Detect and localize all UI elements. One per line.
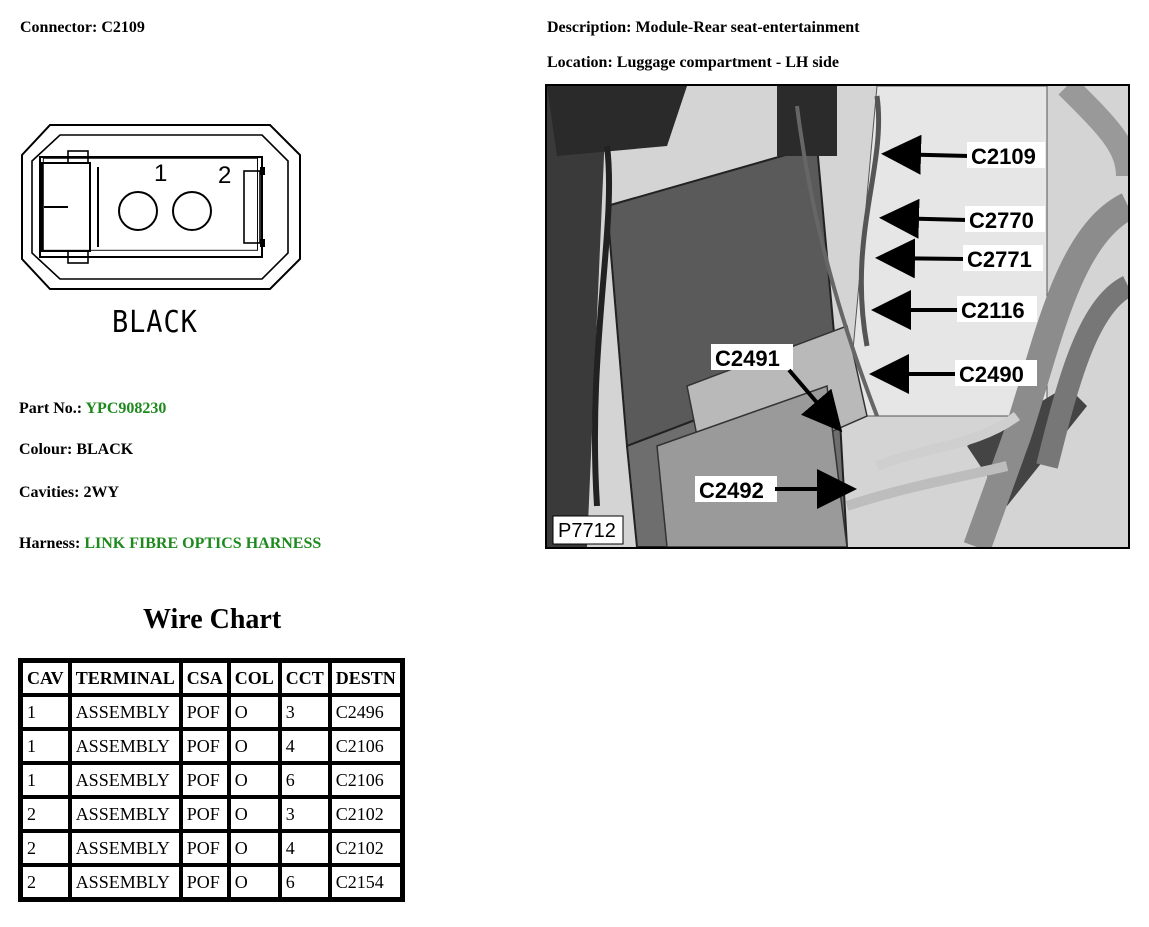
harness-label: Harness: [19,535,81,552]
cell-col: O [228,695,280,729]
colour-value: BLACK [76,441,134,458]
callout-c2770: C2770 [879,198,1045,239]
svg-text:P7712: P7712 [558,520,616,542]
part-number-value: YPC908230 [85,400,167,417]
connector-heading: Connector: C2109 [20,19,145,37]
cell-col: O [228,831,280,865]
cavities-label: Cavities: [19,484,80,501]
description-value: Module-Rear seat-entertainment [635,19,860,36]
column-header: CSA [180,661,229,695]
table-row: 2 ASSEMBLY POF O 4 C2102 [21,831,402,865]
cavity-1 [118,191,158,231]
callout-c2109: C2109 [881,134,1045,175]
cell-destn: C2106 [329,763,402,797]
column-header: DESTN [329,661,402,695]
table-row: 1 ASSEMBLY POF O 3 C2496 [21,695,402,729]
cell-cav: 2 [21,831,70,865]
harness-value: LINK FIBRE OPTICS HARNESS [84,535,322,552]
cell-destn: C2102 [329,797,402,831]
photo-id-label: P7712 [552,515,624,545]
cell-cav: 1 [21,695,70,729]
cell-csa: POF [180,831,229,865]
cell-col: O [228,797,280,831]
cell-terminal: ASSEMBLY [69,831,181,865]
table-row: 2 ASSEMBLY POF O 6 C2154 [21,865,402,899]
svg-text:C2771: C2771 [967,247,1032,272]
cell-terminal: ASSEMBLY [69,763,181,797]
cell-csa: POF [180,729,229,763]
column-header: COL [228,661,280,695]
cell-destn: C2496 [329,695,402,729]
callout-c2492: C2492 [695,469,857,509]
table-row: 1 ASSEMBLY POF O 4 C2106 [21,729,402,763]
pin-1-number: 1 [154,160,167,187]
wire-chart-header-row: CAV TERMINAL CSA COL CCT DESTN [21,661,402,695]
connector-label: Connector: [20,19,98,36]
cell-cct: 3 [279,797,330,831]
cell-col: O [228,763,280,797]
cell-col: O [228,865,280,899]
connector-face-diagram: 1 2 [21,124,301,290]
location-heading: Location: Luggage compartment - LH side [547,54,839,72]
cell-cct: 3 [279,695,330,729]
cell-cav: 2 [21,865,70,899]
svg-text:C2770: C2770 [969,208,1034,233]
cell-destn: C2106 [329,729,402,763]
column-header: CCT [279,661,330,695]
colour-line: Colour: BLACK [19,441,133,459]
cell-terminal: ASSEMBLY [69,797,181,831]
cell-csa: POF [180,695,229,729]
callout-c2491: C2491 [711,344,843,433]
part-number-line: Part No.: YPC908230 [19,400,166,418]
harness-line: Harness: LINK FIBRE OPTICS HARNESS [19,535,321,553]
connector-colour-caption: BLACK [112,305,198,340]
svg-text:C2109: C2109 [971,144,1036,169]
wire-chart-title: Wire Chart [143,604,282,635]
column-header: CAV [21,661,70,695]
table-row: 1 ASSEMBLY POF O 6 C2106 [21,763,402,797]
pin-2-number: 2 [218,162,231,189]
connector-value: C2109 [101,19,145,36]
cavities-value: 2WY [83,484,119,501]
callout-c2490: C2490 [869,354,1037,394]
cell-cct: 4 [279,729,330,763]
cell-destn: C2102 [329,831,402,865]
cell-csa: POF [180,763,229,797]
cell-cct: 4 [279,831,330,865]
cell-cct: 6 [279,763,330,797]
column-header: TERMINAL [69,661,181,695]
table-row: 2 ASSEMBLY POF O 3 C2102 [21,797,402,831]
description-label: Description: [547,19,632,36]
location-label: Location: [547,54,613,71]
cell-cav: 2 [21,797,70,831]
svg-text:C2492: C2492 [699,478,764,503]
cell-cav: 1 [21,729,70,763]
cell-terminal: ASSEMBLY [69,695,181,729]
svg-text:C2116: C2116 [961,298,1025,323]
cavities-line: Cavities: 2WY [19,484,119,502]
connector-location-photo: C2109 C2770 C2771 C2116 C2490 C2491 [545,84,1130,549]
colour-label: Colour: [19,441,73,458]
svg-text:C2491: C2491 [715,346,780,371]
cell-terminal: ASSEMBLY [69,865,181,899]
cell-col: O [228,729,280,763]
wire-chart-table: CAV TERMINAL CSA COL CCT DESTN 1 ASSEMBL… [18,658,405,902]
cell-cav: 1 [21,763,70,797]
part-number-label: Part No.: [19,400,83,417]
cavity-2 [172,191,212,231]
location-value: Luggage compartment - LH side [616,54,839,71]
svg-text:C2490: C2490 [959,362,1024,387]
callout-c2771: C2771 [875,238,1043,279]
cell-cct: 6 [279,865,330,899]
callout-c2116: C2116 [871,290,1037,330]
cell-destn: C2154 [329,865,402,899]
cell-csa: POF [180,865,229,899]
description-heading: Description: Module-Rear seat-entertainm… [547,19,860,37]
cell-terminal: ASSEMBLY [69,729,181,763]
cell-csa: POF [180,797,229,831]
